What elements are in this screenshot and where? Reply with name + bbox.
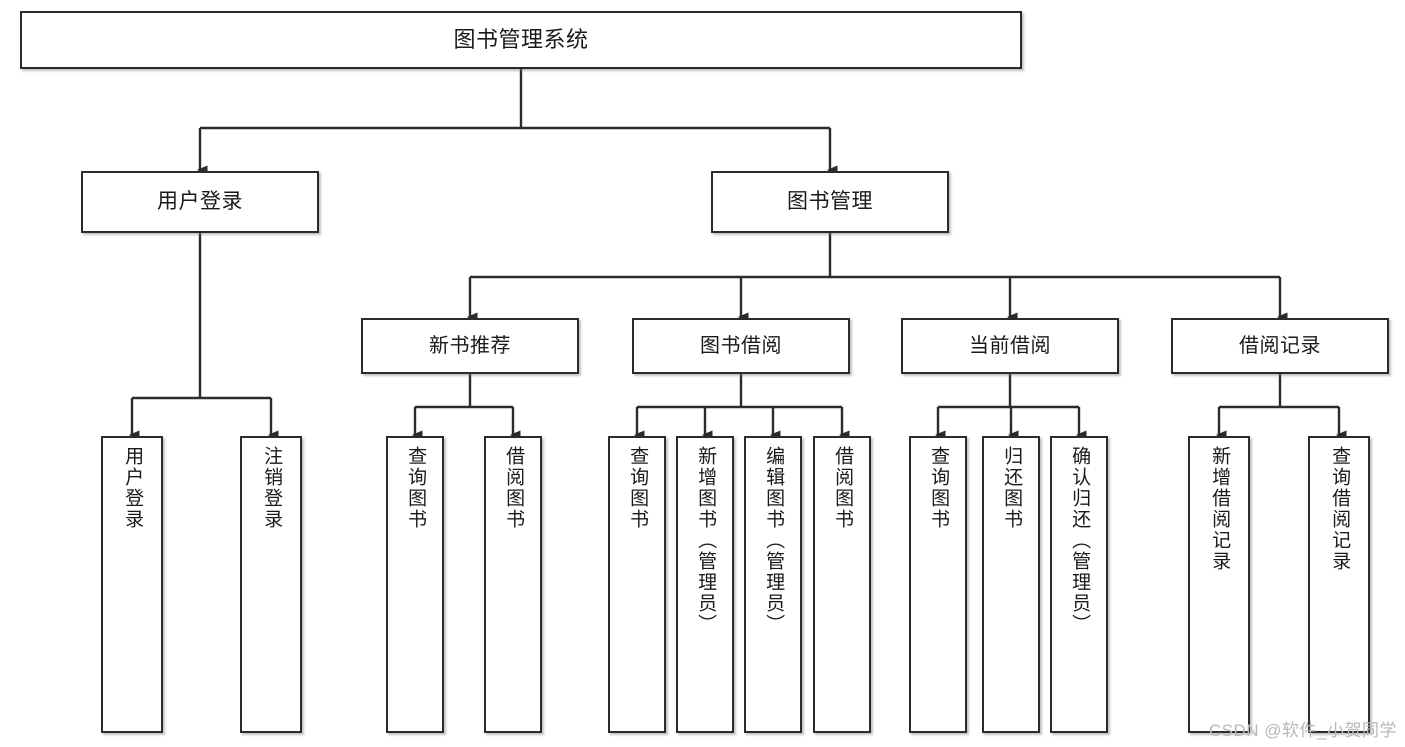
node-label: 查询图书 [627, 446, 649, 530]
node-newbooks[interactable]: 新书推荐 [361, 318, 579, 374]
node-login[interactable]: 用户登录 [81, 171, 319, 233]
node-label: 编辑图书（管理员） [763, 446, 785, 635]
node-bookmgmt[interactable]: 图书管理 [711, 171, 949, 233]
node-root[interactable]: 图书管理系统 [20, 11, 1022, 69]
node-label: 确认归还（管理员） [1069, 446, 1091, 635]
node-leaf-bb-borrow[interactable]: 借阅图书 [813, 436, 871, 733]
node-leaf-bb-add[interactable]: 新增图书（管理员） [676, 436, 734, 733]
node-label: 新书推荐 [429, 334, 511, 357]
node-label: 用户登录 [157, 189, 243, 213]
node-label: 查询图书 [405, 446, 427, 530]
node-label: 图书管理 [787, 189, 873, 213]
node-leaf-bb-edit[interactable]: 编辑图书（管理员） [744, 436, 802, 733]
node-label: 新增图书（管理员） [695, 446, 717, 635]
node-label: 查询图书 [928, 446, 950, 530]
node-label: 借阅图书 [832, 446, 854, 530]
node-label: 注销登录 [261, 446, 283, 530]
node-label: 图书借阅 [700, 334, 782, 357]
node-leaf-user-logout[interactable]: 注销登录 [240, 436, 302, 733]
node-current[interactable]: 当前借阅 [901, 318, 1119, 374]
node-leaf-nb-borrow[interactable]: 借阅图书 [484, 436, 542, 733]
node-label: 查询借阅记录 [1329, 446, 1351, 572]
node-leaf-rec-add[interactable]: 新增借阅记录 [1188, 436, 1250, 733]
node-leaf-user-login[interactable]: 用户登录 [101, 436, 163, 733]
watermark: CSDN @软件_小贺同学 [1208, 721, 1397, 740]
node-leaf-cur-return[interactable]: 归还图书 [982, 436, 1040, 733]
node-leaf-nb-query[interactable]: 查询图书 [386, 436, 444, 733]
node-label: 借阅记录 [1239, 334, 1321, 357]
node-leaf-cur-confirm[interactable]: 确认归还（管理员） [1050, 436, 1108, 733]
node-borrowbook[interactable]: 图书借阅 [632, 318, 850, 374]
node-label: 借阅图书 [503, 446, 525, 530]
node-label: 用户登录 [122, 446, 144, 530]
node-leaf-rec-query[interactable]: 查询借阅记录 [1308, 436, 1370, 733]
node-label: 当前借阅 [969, 334, 1051, 357]
node-label: 新增借阅记录 [1209, 446, 1231, 572]
node-leaf-cur-query[interactable]: 查询图书 [909, 436, 967, 733]
node-leaf-bb-query[interactable]: 查询图书 [608, 436, 666, 733]
node-label: 归还图书 [1001, 446, 1023, 530]
node-records[interactable]: 借阅记录 [1171, 318, 1389, 374]
node-label: 图书管理系统 [453, 27, 589, 53]
